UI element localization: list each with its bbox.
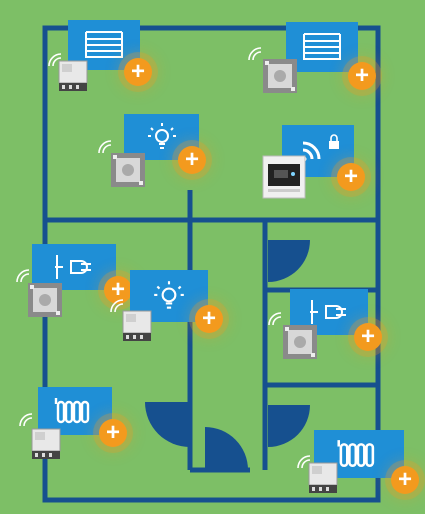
add-button[interactable]: + bbox=[124, 58, 152, 86]
add-button[interactable]: + bbox=[348, 62, 376, 90]
roller-shutter-card bbox=[286, 22, 358, 72]
light-bulb-icon bbox=[154, 281, 184, 309]
roller-shutter-icon bbox=[303, 33, 341, 60]
socket-card bbox=[290, 289, 368, 335]
wireless-signal-icon bbox=[248, 47, 262, 61]
actuator-module bbox=[308, 462, 338, 493]
flush-switch bbox=[283, 325, 317, 359]
wireless-signal-icon bbox=[98, 140, 112, 154]
flush-switch bbox=[111, 153, 145, 187]
roller-shutter-icon bbox=[85, 31, 123, 58]
actuator-module bbox=[31, 428, 61, 459]
wireless-signal-icon bbox=[16, 269, 30, 283]
wireless-signal-icon bbox=[110, 299, 124, 313]
door-swing-bottom bbox=[205, 427, 248, 470]
light-bulb-icon bbox=[147, 123, 176, 149]
radiator-icon bbox=[337, 440, 375, 468]
thermostat-display bbox=[262, 155, 306, 199]
flush-switch bbox=[263, 59, 297, 93]
wireless-signal-icon bbox=[268, 312, 282, 326]
wireless-signal-icon bbox=[19, 413, 33, 427]
socket-plug-icon bbox=[55, 255, 91, 279]
add-button[interactable]: + bbox=[195, 305, 223, 333]
add-button[interactable]: + bbox=[391, 466, 419, 494]
add-button[interactable]: + bbox=[337, 163, 365, 191]
add-button[interactable]: + bbox=[178, 146, 206, 174]
door-swing-right-upper bbox=[268, 240, 310, 282]
actuator-module bbox=[122, 310, 152, 341]
wireless-signal-icon bbox=[297, 455, 311, 469]
add-button[interactable]: + bbox=[104, 276, 132, 304]
wireless-signal-icon bbox=[48, 53, 62, 67]
door-swing-center bbox=[145, 402, 190, 447]
door-swing-right-lower bbox=[268, 405, 310, 447]
socket-card bbox=[32, 244, 116, 290]
add-button[interactable]: + bbox=[354, 323, 382, 351]
actuator-module bbox=[58, 60, 88, 91]
flush-switch bbox=[28, 283, 62, 317]
socket-plug-icon bbox=[310, 300, 346, 324]
add-button[interactable]: + bbox=[99, 419, 127, 447]
radiator-icon bbox=[54, 398, 90, 424]
